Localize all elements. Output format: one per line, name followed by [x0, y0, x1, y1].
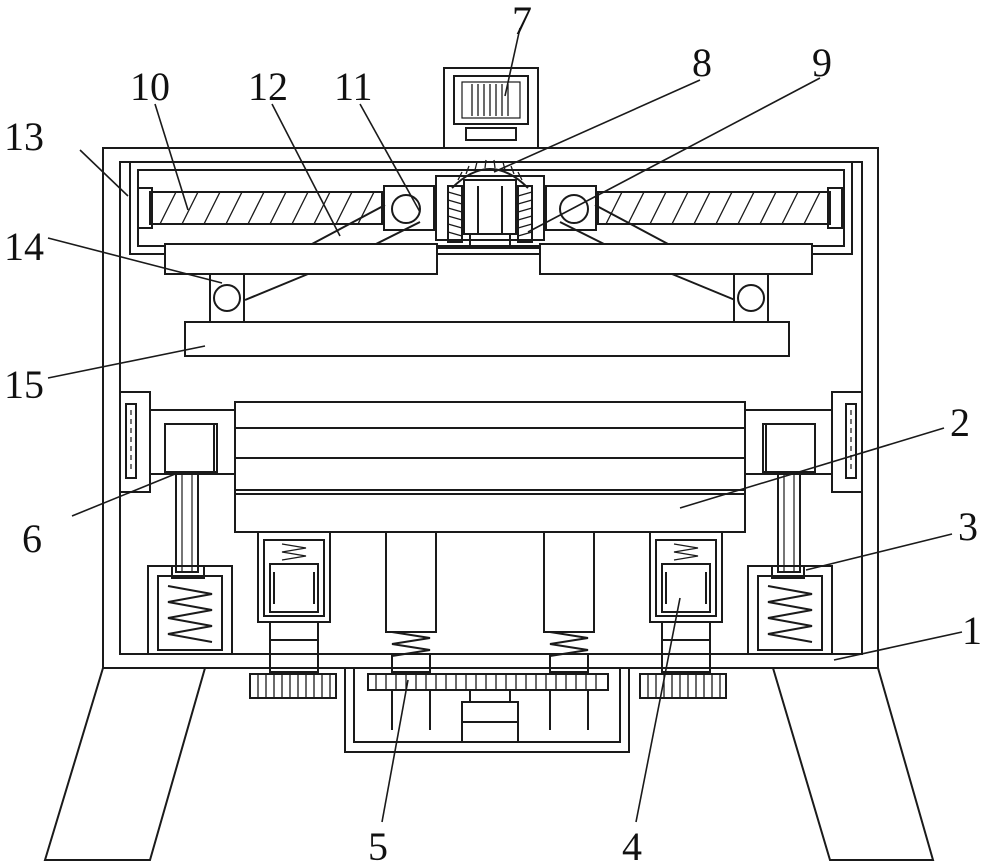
callout-labels: 7 8 9 10 12 11 13 14 15 2 3 6 1 5 4 [4, 0, 982, 867]
right-side-rail [831, 391, 863, 493]
right-lead-screw [597, 187, 843, 229]
callout-4: 4 [622, 824, 642, 867]
callout-3: 3 [958, 504, 978, 549]
right-lower-roller [733, 273, 769, 323]
left-spring-box [147, 565, 233, 655]
right-support-rod [777, 473, 801, 573]
bottom-gearbox [344, 667, 630, 753]
leader-lines [47, 27, 963, 823]
central-columns [385, 531, 595, 673]
callout-12: 12 [248, 64, 288, 109]
callout-7: 7 [512, 0, 532, 43]
left-leg [43, 667, 207, 861]
left-bottom-gear [249, 673, 337, 699]
bottom-motor [461, 689, 519, 743]
callout-2: 2 [950, 400, 970, 445]
connecting-links [244, 204, 736, 301]
top-motor [443, 67, 539, 149]
callout-11: 11 [334, 64, 373, 109]
callout-14: 14 [4, 224, 44, 269]
callout-13: 13 [4, 114, 44, 159]
work-table [234, 401, 746, 533]
callout-1: 1 [962, 608, 982, 653]
right-spring-box [747, 565, 833, 655]
callout-9: 9 [812, 40, 832, 85]
callout-10: 10 [130, 64, 170, 109]
central-gearbox [435, 159, 545, 249]
left-damper [257, 531, 331, 673]
left-clamp-block [149, 409, 236, 475]
callout-15: 15 [4, 362, 44, 407]
pressing-plate [184, 321, 790, 357]
callout-8: 8 [692, 40, 712, 85]
right-slider [545, 185, 597, 231]
left-support-rod [175, 473, 199, 573]
callout-6: 6 [22, 516, 42, 561]
left-lead-screw [137, 187, 383, 229]
right-damper [649, 531, 723, 673]
left-side-rail [119, 391, 151, 493]
right-clamp-block [744, 409, 833, 475]
right-leg [771, 667, 935, 861]
callout-5: 5 [368, 824, 388, 867]
right-bottom-gear [639, 673, 727, 699]
upper-press-plates [164, 243, 813, 275]
